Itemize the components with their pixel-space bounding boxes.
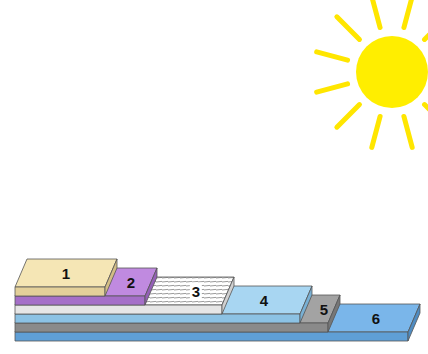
sun (317, 0, 428, 147)
callout-number: 3 (190, 283, 202, 300)
sun-disc (356, 36, 428, 108)
sun-ray (317, 84, 348, 92)
sun-ray (317, 52, 348, 60)
sun-ray (372, 0, 380, 28)
layer-1 (15, 259, 117, 296)
callout-number: 1 (60, 265, 72, 282)
layer-6 (15, 304, 420, 341)
sun-ray (404, 116, 412, 147)
callout-number: 6 (370, 310, 382, 327)
sun-ray (337, 17, 360, 40)
callout-number: 4 (258, 292, 270, 309)
sun-ray (372, 116, 380, 147)
callout-number: 2 (125, 274, 137, 291)
callout-number: 5 (318, 301, 330, 318)
sun-ray (404, 0, 412, 28)
sun-ray (425, 105, 428, 128)
sun-ray (425, 17, 428, 40)
sun-ray (337, 105, 360, 128)
